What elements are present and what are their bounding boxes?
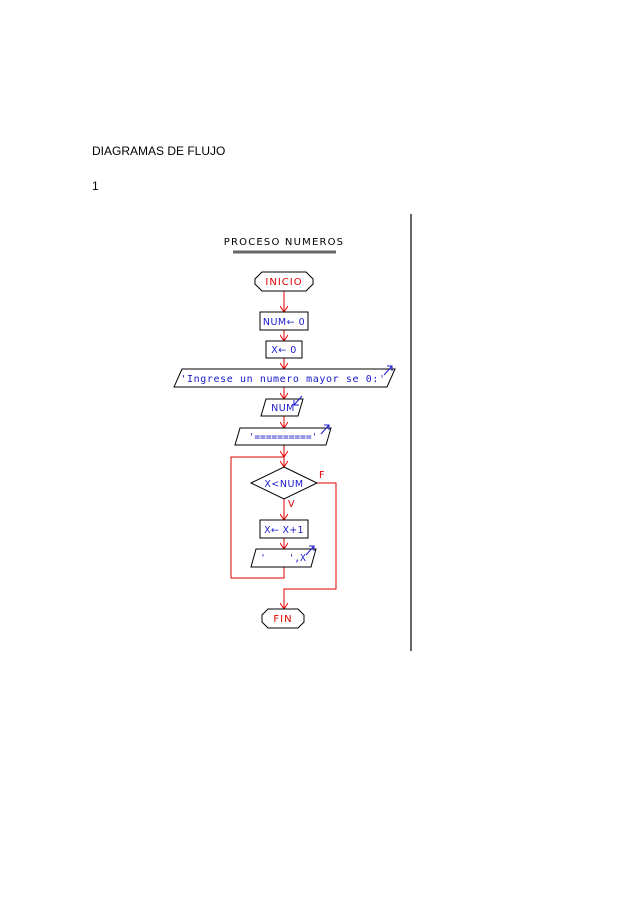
loop-output-shape: ' ',X <box>250 545 317 568</box>
assign-x-label: X← 0 <box>271 345 297 356</box>
end-label: FIN <box>273 614 292 625</box>
increment-label: X← X+1 <box>264 525 304 536</box>
assign-num-label: NUM← 0 <box>263 317 305 328</box>
prompt-output-label: 'Ingrese un numero mayor se 0:' <box>180 374 385 385</box>
prompt-output-shape: 'Ingrese un numero mayor se 0:' <box>173 365 396 388</box>
document-heading: DIAGRAMAS DE FLUJO <box>92 144 226 158</box>
start-label: INICIO <box>265 277 302 288</box>
connector-loop-back <box>230 457 284 579</box>
end-terminal: FIN <box>261 608 305 629</box>
start-terminal: INICIO <box>254 271 314 292</box>
loop-output-label: ' ',X <box>260 553 306 564</box>
diagram-title: PROCESO NUMEROS <box>224 237 344 248</box>
separator-output-label: '==========' <box>249 432 318 443</box>
input-num-shape: NUM <box>260 395 304 417</box>
output-arrow-icon <box>383 365 393 376</box>
assign-x-box: X← 0 <box>265 340 303 359</box>
increment-box: X← X+1 <box>259 519 309 539</box>
false-branch-label: F <box>319 470 324 481</box>
assign-num-box: NUM← 0 <box>259 311 309 331</box>
input-arrow-icon <box>293 395 303 406</box>
condition-diamond: X<NUM <box>249 466 319 500</box>
output-arrow-icon <box>305 545 315 556</box>
connector-false-branch <box>284 482 337 609</box>
document-item-number: 1 <box>92 179 99 193</box>
true-branch-label: V <box>288 499 295 510</box>
condition-label: X<NUM <box>264 479 303 490</box>
separator-output-shape: '==========' <box>234 424 332 446</box>
output-arrow-icon <box>320 424 330 435</box>
input-num-label: NUM <box>271 403 295 414</box>
